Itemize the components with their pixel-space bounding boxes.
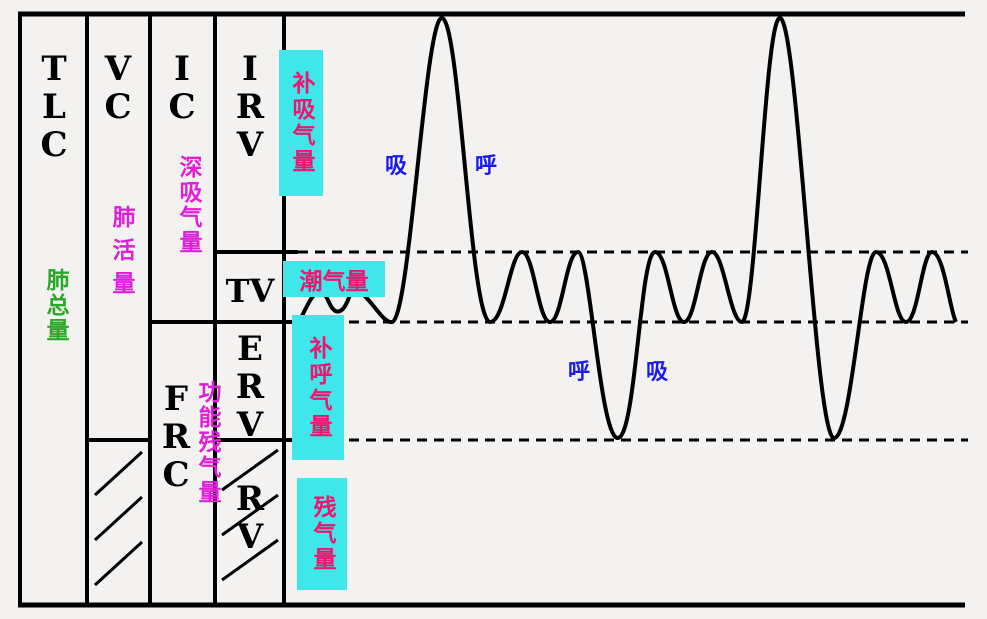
hatch-rv [221, 448, 279, 582]
rv-label: 残气量 [297, 478, 347, 590]
exhale-label-1: 呼 [475, 154, 498, 179]
erv-label: 补呼气量 [292, 315, 344, 460]
erv-abbr: E R V [235, 329, 265, 445]
tlc-abbr: T L C [40, 49, 68, 165]
hatch-vc [93, 450, 144, 587]
ic-abbr: I C [168, 49, 196, 127]
tv-label: 潮气量 [283, 261, 385, 297]
inhale-label-2: 吸 [646, 360, 669, 385]
vc-name: 肺活量 [108, 205, 134, 304]
tv-abbr: TV [225, 272, 275, 310]
irv-label: 补吸气量 [279, 50, 323, 196]
frc-abbr: F R C [161, 379, 191, 495]
irv-abbr: I R V [235, 49, 265, 165]
vc-abbr: V C [104, 49, 132, 127]
tlc-name: 肺总量 [42, 268, 68, 343]
inhale-label-1: 吸 [385, 154, 408, 179]
frc-name: 功能残气量 [194, 380, 220, 505]
ic-name: 深吸气量 [175, 155, 201, 255]
rv-abbr: R V [235, 479, 265, 557]
exhale-label-2: 呼 [568, 360, 591, 385]
spirogram-wave [298, 15, 958, 440]
